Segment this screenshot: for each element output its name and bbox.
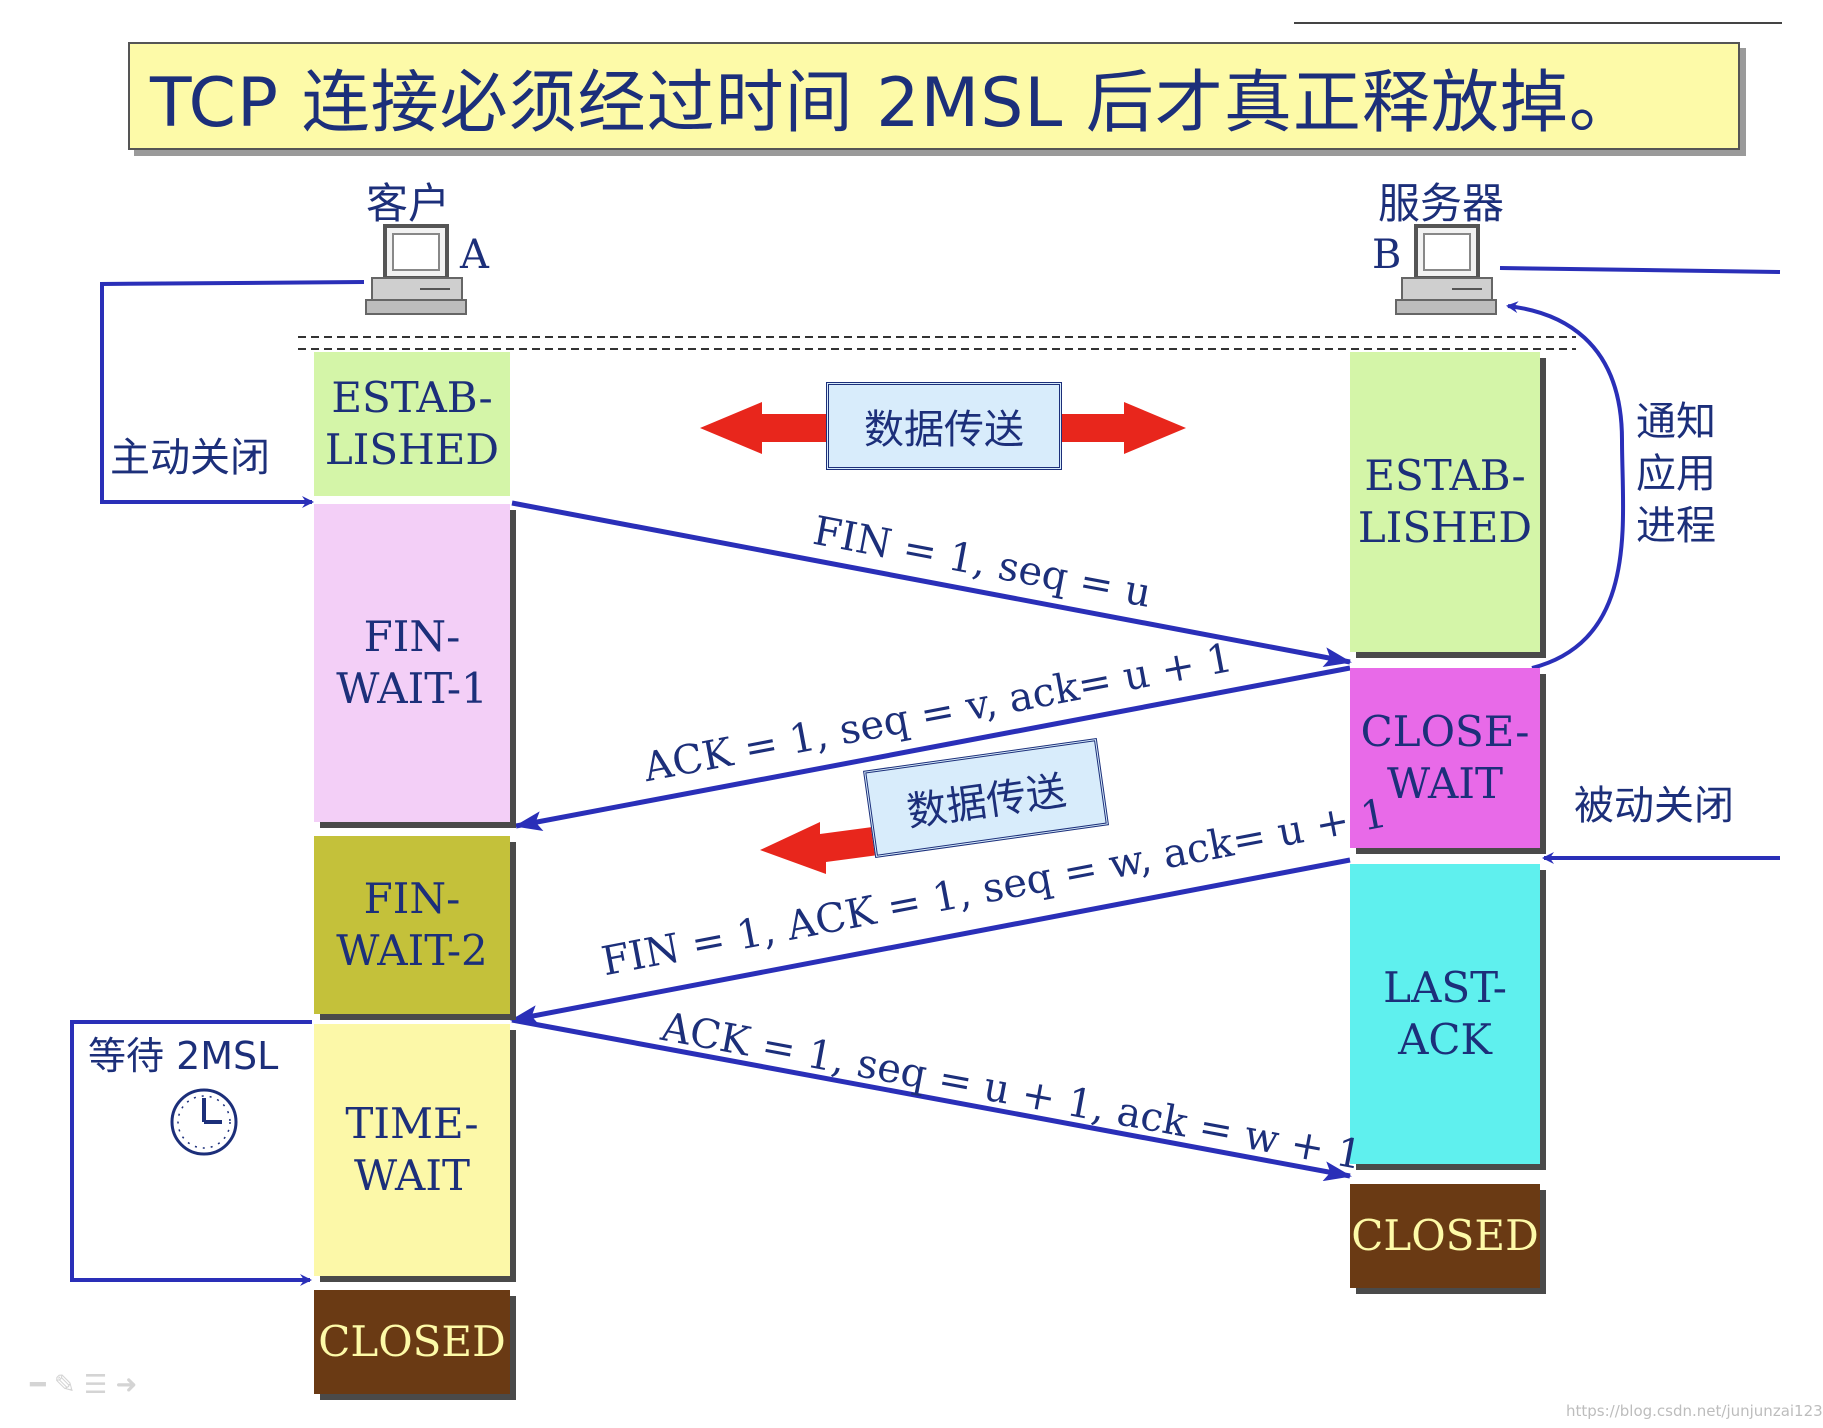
clock-icon — [170, 1088, 238, 1156]
msg-arrow-fin-ack — [510, 857, 1351, 1025]
client-state-established: ESTAB- LISHED — [314, 352, 510, 496]
msg-arrow-fin — [511, 500, 1352, 667]
msg-arrow-ack — [514, 665, 1351, 831]
passive-close-note: 被动关闭 — [1574, 783, 1734, 829]
server-state-closed: CLOSED — [1350, 1184, 1540, 1288]
msg-arrow-final-ack — [511, 1017, 1352, 1182]
client-state-fin-wait-1: FIN- WAIT-1 — [314, 504, 510, 822]
data-transfer-box-1: 数据传送 — [826, 382, 1062, 470]
server-letter: B — [1372, 232, 1402, 278]
server-label: 服务器 — [1378, 179, 1505, 228]
active-close-arrow — [100, 280, 365, 508]
top-rule — [1294, 22, 1782, 24]
client-state-closed: CLOSED — [314, 1290, 510, 1394]
client-label: 客户 — [366, 179, 451, 228]
computer-a-icon — [365, 224, 467, 315]
notify-app-note: 通知 应用 进程 — [1636, 399, 1716, 549]
server-state-close-wait: CLOSE- WAIT — [1350, 668, 1540, 848]
wait-2msl-arrow — [70, 1020, 312, 1286]
toolbar-ghost-icons: ━ ✎ ☰ ➜ — [30, 1370, 138, 1400]
client-state-fin-wait-2: FIN- WAIT-2 — [314, 836, 510, 1014]
notify-app-arrow — [1506, 301, 1626, 670]
data-transfer-left-arrow — [760, 822, 886, 874]
server-top-line — [1499, 266, 1781, 274]
computer-b-icon — [1395, 224, 1497, 315]
page-title: TCP 连接必须经过时间 2MSL 后才真正释放掉。 — [128, 42, 1740, 150]
watermark: https://blog.csdn.net/junjunzai123 — [1566, 1402, 1823, 1420]
server-state-established: ESTAB- LISHED — [1350, 352, 1540, 652]
client-letter: A — [460, 232, 489, 278]
active-close-note: 主动关闭 — [110, 435, 270, 481]
data-transfer-double-arrow — [700, 402, 1186, 454]
client-state-time-wait: TIME- WAIT — [314, 1024, 510, 1276]
server-state-last-ack: LAST- ACK — [1350, 864, 1540, 1164]
wait-2msl-note: 等待 2MSL — [88, 1034, 279, 1078]
